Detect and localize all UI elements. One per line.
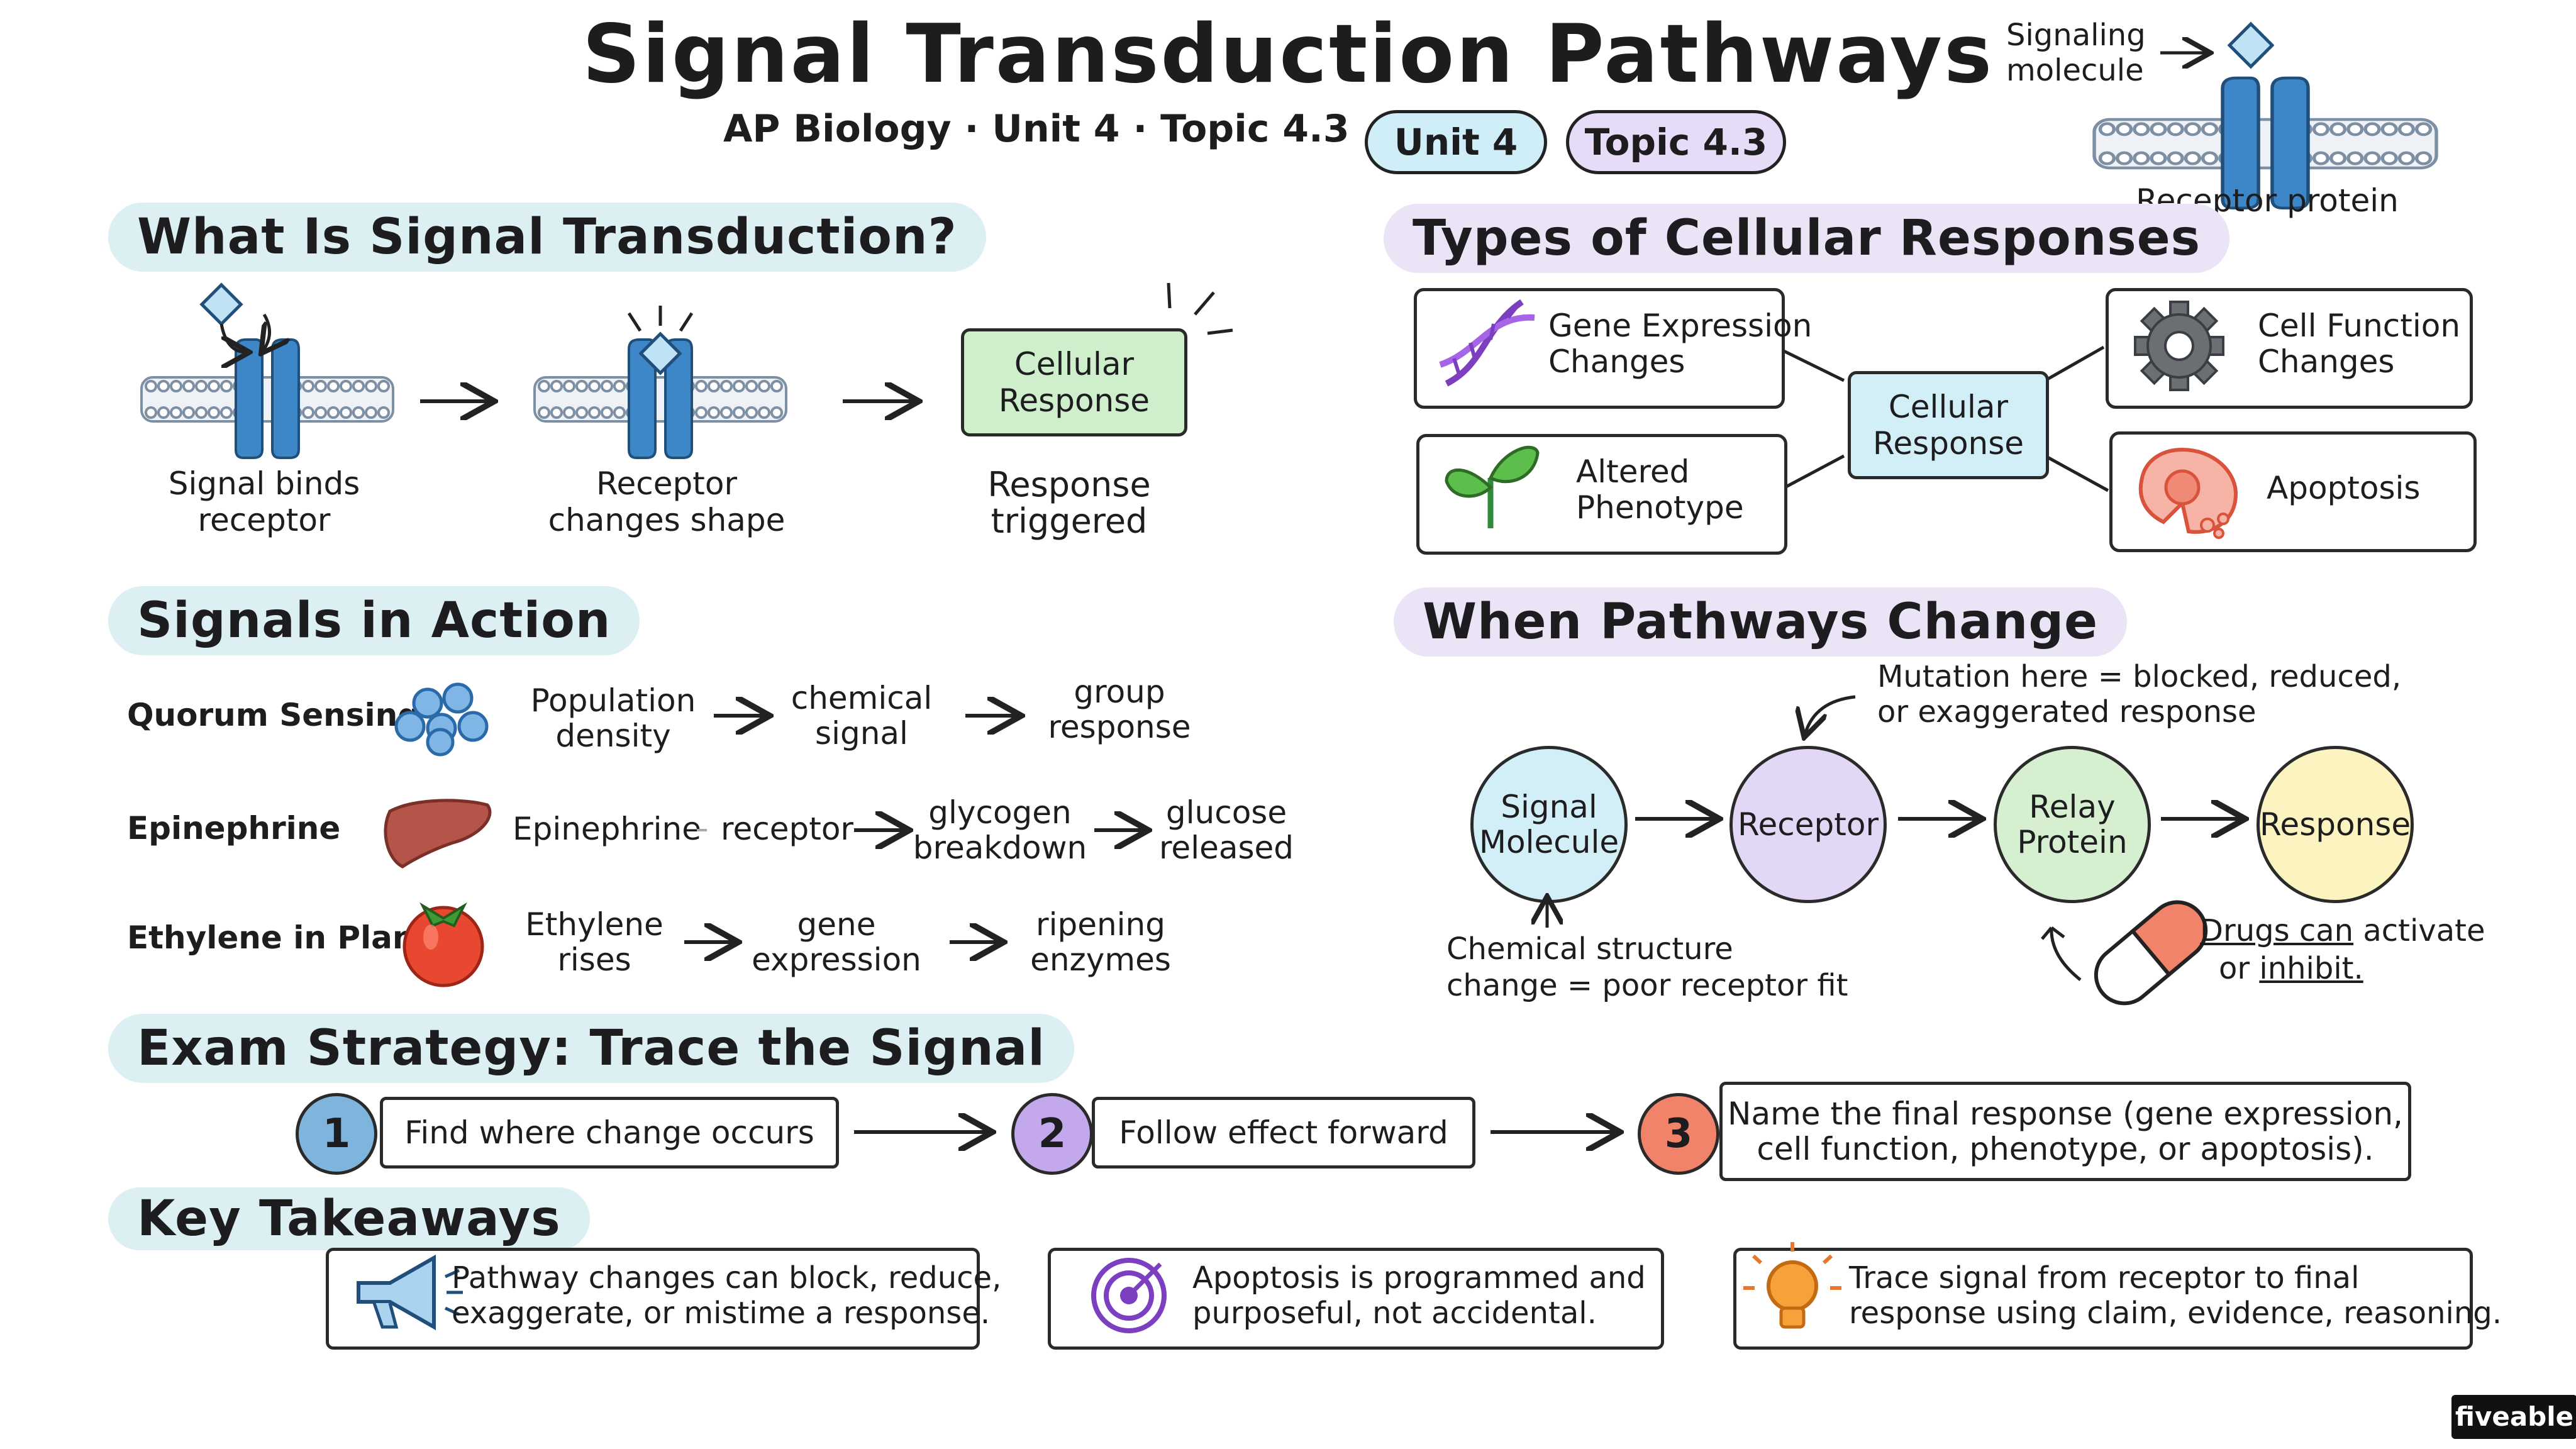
cell-function-label: Cell Function Changes <box>2258 308 2461 380</box>
section-heading-signals: Signals in Action <box>108 586 640 655</box>
altered-phenotype-label: Altered Phenotype <box>1576 453 1744 526</box>
section-heading-change: When Pathways Change <box>1394 587 2128 657</box>
signal-row-epinephrine-name: Epinephrine <box>127 810 341 847</box>
takeaway-text-2: Apoptosis is programmed and purposeful, … <box>1192 1260 1646 1331</box>
response-type-gene-expression <box>1414 288 1785 409</box>
section-heading-exam: Exam Strategy: Trace the Signal <box>108 1014 1074 1083</box>
drugs-note: Drugs can activate or inhibit. <box>2200 912 2485 987</box>
epinephrine-step-a2: receptor <box>721 811 853 847</box>
exam-step-3-number: 3 <box>1638 1093 1719 1175</box>
takeaway-card-3 <box>1733 1248 2473 1350</box>
node-receptor: Receptor <box>1729 746 1887 903</box>
or-text: or <box>2219 951 2260 986</box>
quorum-step-c: group response <box>1048 674 1191 745</box>
chemical-structure-note: Chemical structure change = poor recepto… <box>1446 931 1848 1003</box>
fiveable-logo: fiveable <box>2451 1395 2576 1439</box>
receptor-step-1-icon <box>140 282 394 459</box>
step-label-receptor-changes: Receptor changes shape <box>548 465 786 538</box>
signaling-molecule-label: Signaling molecule <box>2006 18 2146 88</box>
mutation-note: Mutation here = blocked, reduced, or exa… <box>1877 659 2402 730</box>
node-response: Response <box>2257 746 2414 903</box>
takeaway-text-3: Trace signal from receptor to final resp… <box>1849 1260 2502 1331</box>
section-heading-takeaways: Key Takeaways <box>108 1187 590 1250</box>
takeaway-text-1: Pathway changes can block, reduce, exagg… <box>452 1260 1002 1331</box>
activate-text: activate <box>2353 913 2485 948</box>
exam-step-1-box: Find where change occurs <box>380 1097 839 1169</box>
page-subtitle: AP Biology · Unit 4 · Topic 4.3 <box>723 107 1350 151</box>
signal-row-quorum-name: Quorum Sensing <box>127 697 421 733</box>
epinephrine-step-a: Epinephrine <box>513 811 701 847</box>
topic-badge: Topic 4.3 <box>1566 110 1786 174</box>
drugs-can-text: Drugs can <box>2200 913 2354 948</box>
epinephrine-step-c: glucose released <box>1158 794 1294 866</box>
section-heading-types: Types of Cellular Responses <box>1384 204 2230 273</box>
step-label-response-triggered: Response triggered <box>987 465 1151 541</box>
section-heading-what: What Is Signal Transduction? <box>108 203 986 272</box>
page-title: Signal Transduction Pathways <box>582 8 1994 101</box>
signal-row-ethylene-name: Ethylene in Plants <box>127 919 449 956</box>
exam-step-3-box: Name the final response (gene expression… <box>1719 1082 2411 1181</box>
ethylene-step-a: Ethylene rises <box>525 906 663 978</box>
unit-badge: Unit 4 <box>1365 110 1547 174</box>
receptor-step-2-icon <box>533 306 787 459</box>
quorum-step-a: Population density <box>530 682 696 754</box>
exam-step-2-box: Follow effect forward <box>1092 1097 1475 1169</box>
apoptosis-label: Apoptosis <box>2267 470 2421 506</box>
node-relay-protein: Relay Protein <box>1994 746 2151 903</box>
ethylene-step-b: gene expression <box>752 906 921 978</box>
epinephrine-step-b: glycogen breakdown <box>913 794 1087 866</box>
cellular-response-center: Cellular Response <box>1848 371 2049 479</box>
ethylene-step-c: ripening enzymes <box>1030 906 1171 978</box>
gene-expression-label: Gene Expression Changes <box>1548 308 1813 380</box>
quorum-step-b: chemical signal <box>791 680 933 752</box>
exam-step-1-number: 1 <box>296 1093 377 1175</box>
inhibit-text: inhibit. <box>2259 951 2363 986</box>
cellular-response-box: Cellular Response <box>961 328 1187 436</box>
exam-step-2-number: 2 <box>1011 1093 1093 1175</box>
step-label-signal-binds: Signal binds receptor <box>168 465 360 538</box>
node-signal-molecule: Signal Molecule <box>1470 746 1628 903</box>
